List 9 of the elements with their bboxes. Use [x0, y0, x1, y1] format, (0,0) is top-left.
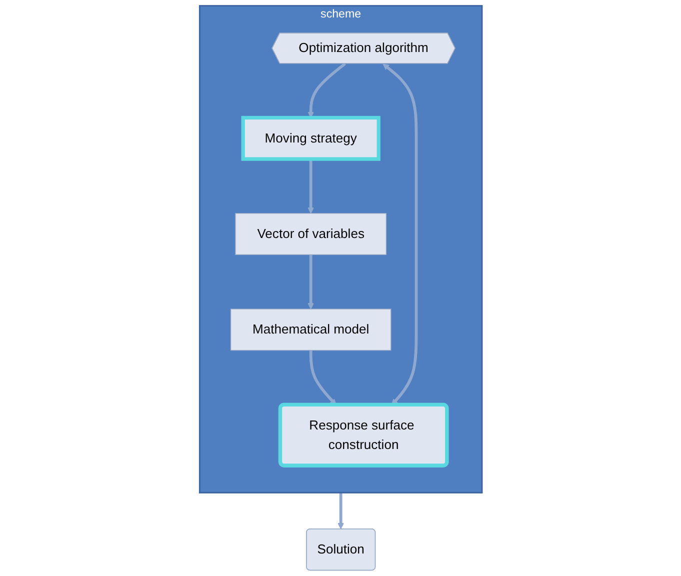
node-box: Mathematical model	[230, 308, 391, 351]
arrow	[382, 64, 418, 406]
arrow	[307, 254, 314, 310]
node-box: Vector of variables	[234, 213, 386, 256]
arrow	[337, 492, 344, 530]
arrow	[307, 159, 314, 214]
arrow	[309, 350, 336, 406]
node-box: Moving strategy	[240, 116, 380, 161]
arrow	[307, 62, 346, 118]
